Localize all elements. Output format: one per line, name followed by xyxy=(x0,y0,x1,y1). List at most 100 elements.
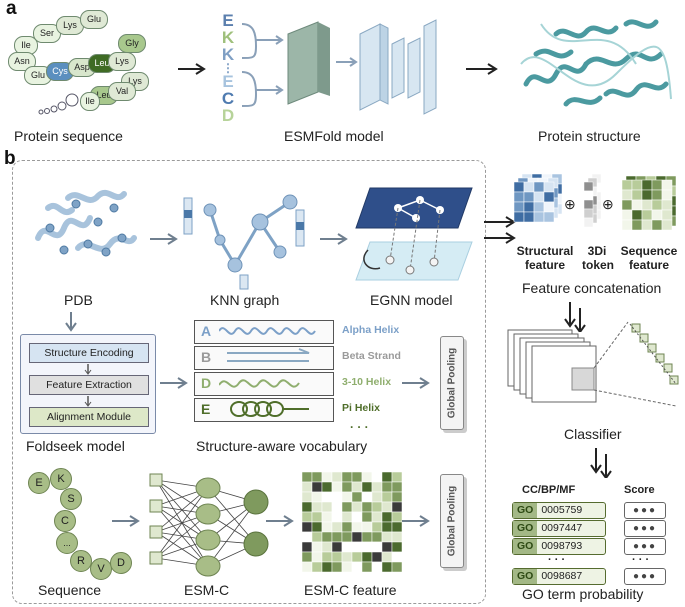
vocab-row-pi-helix: E xyxy=(194,398,334,422)
go-term-id: 0005759 xyxy=(541,504,583,516)
label-protein-structure: Protein structure xyxy=(538,128,641,144)
matrix-cell xyxy=(311,551,323,563)
sequence-chain: E K S C ... R V D xyxy=(20,468,132,580)
matrix-cell xyxy=(361,561,373,573)
matrix-cell xyxy=(321,511,333,523)
matrix-cell xyxy=(391,511,403,523)
feature-cell xyxy=(661,219,673,231)
vocab-letter: B xyxy=(201,349,212,365)
aa-bead: Ile xyxy=(80,92,100,111)
matrix-cell xyxy=(341,501,353,513)
feature-cell xyxy=(641,209,653,221)
feature-cell xyxy=(543,191,555,203)
matrix-cell xyxy=(301,531,313,543)
feature-cell xyxy=(661,209,673,221)
matrix-cell xyxy=(361,481,373,493)
matrix-cell xyxy=(381,491,393,503)
matrix-cell xyxy=(381,481,393,493)
score-cell: ●●● xyxy=(624,520,666,537)
aa-bead: Cys xyxy=(46,62,74,81)
arrow-right-icon xyxy=(402,515,430,527)
feature-cell xyxy=(621,209,633,221)
matrix-cell xyxy=(321,531,333,543)
label-esm-c-feature: ESM-C feature xyxy=(304,582,397,598)
matrix-cell xyxy=(371,531,383,543)
vocab-ellipsis: · · · xyxy=(350,420,369,434)
matrix-cell xyxy=(381,551,393,563)
foldseek-structure-encoding: Structure Encoding xyxy=(29,343,149,363)
matrix-cell xyxy=(351,491,363,503)
seq-residue: K xyxy=(50,468,72,490)
arrow-right-icon xyxy=(466,63,498,75)
pi-helix-icon xyxy=(230,401,309,417)
global-pooling-sequence: Global Pooling xyxy=(440,474,464,568)
label-pdb: PDB xyxy=(64,292,93,308)
matrix-cell xyxy=(391,561,403,573)
vocab-row-alpha-helix: A xyxy=(194,320,334,344)
esm-token: E xyxy=(222,72,234,91)
matrix-cell xyxy=(371,501,383,513)
label-sequence-feature: Sequence feature xyxy=(620,244,678,272)
double-arrow-down-icon xyxy=(590,448,612,478)
go-tag: GO xyxy=(513,521,538,536)
feature-cell xyxy=(641,179,653,191)
matrix-cell xyxy=(371,491,383,503)
vocab-letter: D xyxy=(201,375,212,391)
feature-cell xyxy=(651,179,663,191)
matrix-cell xyxy=(371,481,383,493)
matrix-cell xyxy=(341,531,353,543)
feature-cell xyxy=(631,189,643,201)
esm-token-dots: ⋮ xyxy=(222,61,234,75)
seq-residue: D xyxy=(110,552,132,574)
feature-cell xyxy=(523,201,535,213)
feature-cell xyxy=(651,209,663,221)
matrix-cell xyxy=(361,531,373,543)
global-pooling-label: Global Pooling xyxy=(446,485,458,557)
matrix-cell xyxy=(361,471,373,483)
matrix-cell xyxy=(371,541,383,553)
matrix-cell xyxy=(351,531,363,543)
trailing-beads xyxy=(38,93,79,115)
matrix-cell xyxy=(311,511,323,523)
matrix-cell xyxy=(361,501,373,513)
feature-cell xyxy=(661,189,673,201)
matrix-cell xyxy=(341,491,353,503)
matrix-cell xyxy=(311,481,323,493)
matrix-cell xyxy=(301,541,313,553)
esm-token-column: E K K ⋮ E C D xyxy=(218,12,238,124)
matrix-cell xyxy=(331,521,343,533)
feature-cell xyxy=(543,201,555,213)
arrow-right-icon xyxy=(320,233,348,245)
matrix-cell xyxy=(391,471,403,483)
matrix-cell xyxy=(341,471,353,483)
vocab-row-beta-strand: B xyxy=(194,346,334,370)
feature-cell xyxy=(543,181,555,193)
matrix-cell xyxy=(341,511,353,523)
label-structural-feature: Structural feature xyxy=(516,244,574,272)
matrix-cell xyxy=(391,551,403,563)
matrix-cell xyxy=(391,501,403,513)
vocab-letter: A xyxy=(201,323,212,339)
label-knn-graph: KNN graph xyxy=(210,292,280,308)
matrix-cell xyxy=(361,511,373,523)
arrow-right-icon xyxy=(150,233,178,245)
go-term-id: 0098793 xyxy=(541,540,583,552)
matrix-cell xyxy=(311,531,323,543)
matrix-cell xyxy=(311,471,323,483)
feature-cell xyxy=(583,181,594,192)
esmfold-network-diagram xyxy=(241,19,437,115)
foldseek-arrows xyxy=(84,364,92,407)
matrix-cell xyxy=(391,541,403,553)
global-pooling-label: Global Pooling xyxy=(446,347,458,419)
vocab-letter: E xyxy=(201,401,211,417)
feature-cell xyxy=(621,189,633,201)
label-structure-vocabulary: Structure-aware vocabulary xyxy=(196,438,368,454)
matrix-cell xyxy=(361,491,373,503)
feature-cell xyxy=(651,199,663,211)
matrix-cell xyxy=(341,561,353,573)
aa-bead: Glu xyxy=(24,66,52,85)
score-cell: ●●● xyxy=(624,538,666,555)
feature-cell xyxy=(583,190,594,201)
